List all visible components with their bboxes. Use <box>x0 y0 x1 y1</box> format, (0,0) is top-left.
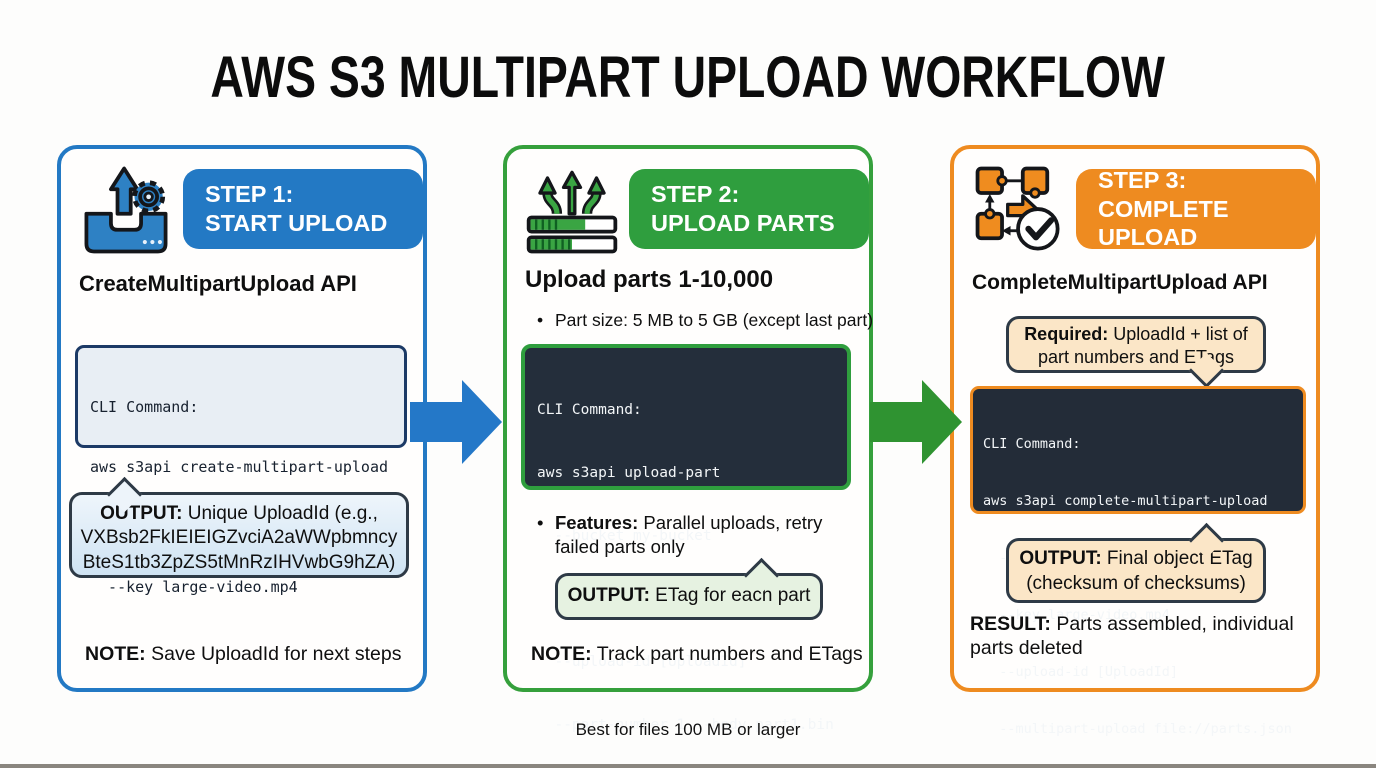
cli-line: aws s3api upload-part <box>537 465 721 481</box>
output-label: OUTPUT: <box>100 503 183 524</box>
step1-badge-line2: START UPLOAD <box>205 210 388 236</box>
footer-note: Best for files 100 MB or larger <box>575 720 801 739</box>
puzzle-assemble-check-icon <box>975 166 1060 251</box>
page-title: AWS S3 MULTIPART UPLOAD WORKFLOW <box>210 45 1166 110</box>
parallel-upload-arrows-icon <box>526 170 618 254</box>
step2-badge: STEP 2: UPLOAD PARTS <box>629 169 869 249</box>
cli-line: CLI Command: <box>983 436 1081 452</box>
output-label: OUTPUT: <box>1019 548 1102 569</box>
step3-result: RESULT: Parts assembled, individual part… <box>970 613 1308 661</box>
cli-line: aws s3api complete-multipart-upload <box>983 493 1268 509</box>
step3-badge-line2: COMPLETE UPLOAD <box>1098 195 1229 251</box>
step2-features-bullet: Features: Parallel uploads, retry failed… <box>537 511 855 558</box>
step2-badge-line1: STEP 2: <box>651 181 740 208</box>
cli-line: aws s3api create-multipart-upload <box>90 458 389 476</box>
step3-heading: CompleteMultipartUpload API <box>972 271 1268 294</box>
cli-line: --upload-id [UploadId] <box>983 664 1179 680</box>
note-label: NOTE: <box>85 643 146 665</box>
step1-note: NOTE: Save UploadId for next steps <box>85 643 402 666</box>
output-text: (checksum of checksums) <box>1026 572 1246 594</box>
cli-line: --key large-video.mp4 <box>90 578 298 596</box>
required-label: Required: <box>1024 324 1109 344</box>
step2-note: NOTE: Track part numbers and ETags <box>531 643 863 666</box>
features-text: Parallel uploads, retry failed parts onl… <box>555 512 823 557</box>
cli-line: CLI Command: <box>90 398 199 416</box>
flow-arrow-step2-to-step3 <box>870 380 962 464</box>
output-text: Final object ETag <box>1106 548 1253 569</box>
step3-badge: STEP 3: COMPLETE UPLOAD <box>1076 167 1316 251</box>
step2-heading: Upload parts 1-10,000 <box>525 266 774 293</box>
step2-output-bubble: OUTPUT: ETag for each part <box>555 557 823 620</box>
step1-heading: CreateMultipartUpload API <box>79 271 357 296</box>
step2-cli-block: CLI Command: aws s3api upload-part --buc… <box>521 344 851 733</box>
note-label: NOTE: <box>531 643 592 665</box>
cli-line: --key large-video.mp4 <box>983 607 1170 623</box>
result-text: Parts assembled, individual parts delete… <box>970 613 1294 659</box>
step1-badge: STEP 1: START UPLOAD <box>183 169 423 249</box>
step3-output-bubble: OUTPUT: Final object ETag (checksum of c… <box>1006 522 1266 603</box>
note-text: Save UploadId for next steps <box>151 643 402 665</box>
cli-line: --multipart-upload file://parts.json <box>983 721 1292 737</box>
output-text: ETag for each part <box>655 585 811 606</box>
step2-badge-line2: UPLOAD PARTS <box>651 210 835 236</box>
output-text: BteS1tb3ZpZS5tMnRzIHVwbG9hZA) <box>82 551 396 573</box>
step3-panel: STEP 3: COMPLETE UPLOAD CompleteMultipar… <box>950 145 1320 737</box>
output-label: OUTPUT: <box>567 585 650 606</box>
bottom-edge-strip <box>0 764 1376 768</box>
step3-cli-block: CLI Command: aws s3api complete-multipar… <box>970 386 1306 737</box>
result-label: RESULT: <box>970 613 1051 635</box>
flow-arrow-step1-to-step2 <box>410 380 502 464</box>
step1-badge-line1: STEP 1: <box>205 181 294 208</box>
step1-panel: STEP 1: START UPLOAD CreateMultipartUplo… <box>57 145 427 692</box>
features-label: Features: <box>555 512 639 533</box>
step3-required-bubble: Required: UploadId + list of part number… <box>1006 316 1266 389</box>
cli-line: --part-number 1 --body part1.bin <box>537 717 834 733</box>
output-text: Unique UploadId (e.g., <box>187 503 378 524</box>
step2-part-size-bullet: Part size: 5 MB to 5 GB (except last par… <box>537 309 875 332</box>
cli-line: --upload-id [UploadId] <box>537 654 747 670</box>
cli-line: CLI Command: <box>537 402 642 418</box>
step1-output-bubble: OUTPUT: Unique UploadId (e.g., VXBsb2FkI… <box>69 476 409 578</box>
output-text: VXBsb2FkIEIEIGZvciA2aWWpbmncy <box>80 527 398 549</box>
step2-panel: STEP 2: UPLOAD PARTS Upload parts 1-10,0… <box>503 145 875 733</box>
required-text: part numbers and ETags <box>1037 347 1235 368</box>
note-text: Track part numbers and ETags <box>596 643 863 665</box>
upload-tray-gear-icon <box>84 166 168 254</box>
step3-badge-line1: STEP 3: <box>1098 167 1187 194</box>
required-text: UploadId + list of <box>1113 324 1248 344</box>
step1-cli-block: CLI Command: aws s3api create-multipart-… <box>75 345 407 596</box>
